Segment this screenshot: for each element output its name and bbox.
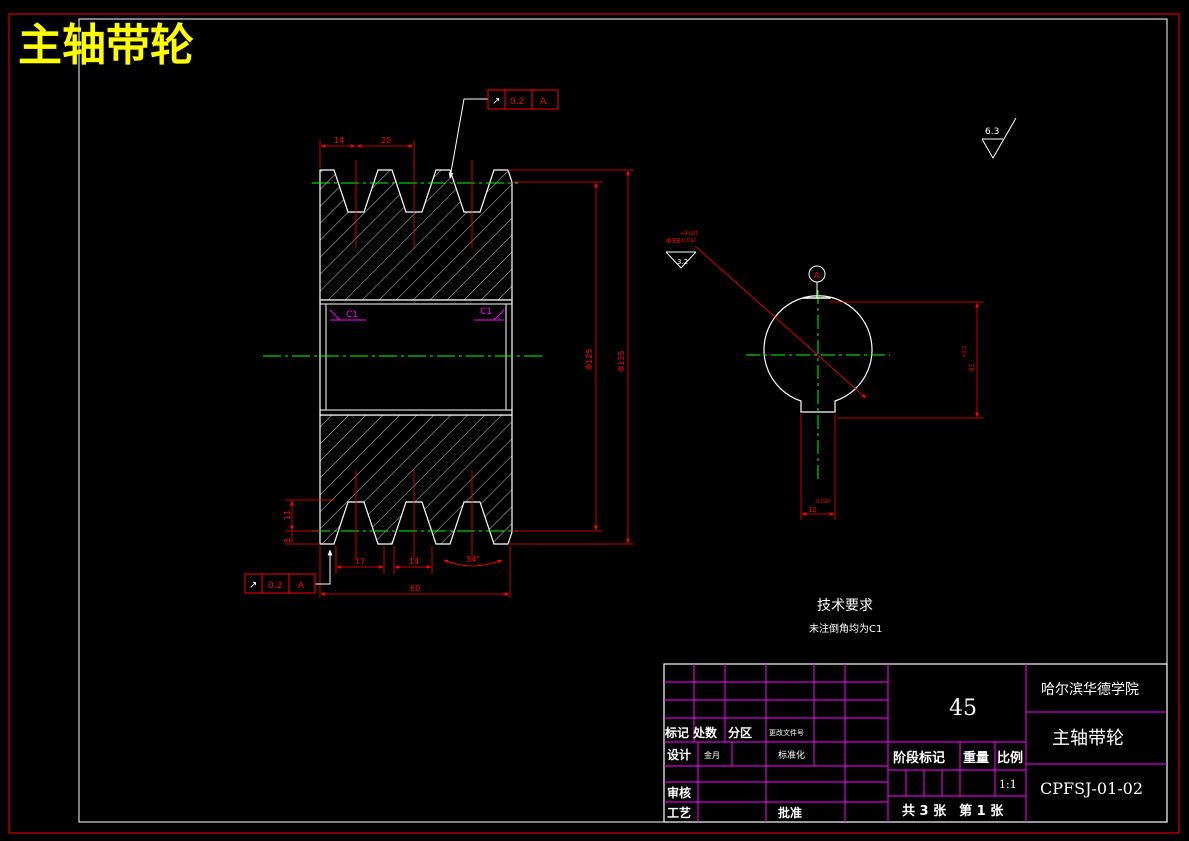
- dim-top-width: 20: [381, 136, 391, 145]
- tech-req-line1: 未注倒角均为C1: [809, 622, 882, 635]
- datum-label: A: [814, 271, 820, 280]
- label-count: 处数: [692, 725, 718, 740]
- part-name: 主轴带轮: [1052, 728, 1124, 749]
- label-scale: 比例: [997, 750, 1023, 766]
- tol-frame-top: [487, 89, 559, 110]
- tol-value-top: 0.2: [510, 97, 524, 107]
- outer-border: [8, 13, 1180, 834]
- tol-leader-top: [448, 98, 488, 179]
- roughness-bore: 3.2: [677, 258, 688, 266]
- lower-hatch-body: [319, 414, 513, 545]
- title-block-grid: [664, 664, 1167, 822]
- tol-datum-bottom: A: [298, 581, 305, 591]
- tech-req-title: 技术要求: [817, 598, 873, 614]
- bore-keyway-outline: [763, 295, 873, 413]
- dim-outer-diameter: Φ135: [617, 350, 626, 372]
- dim-groove-top: 5: [283, 538, 292, 543]
- tol-leader-bottom: [315, 549, 333, 585]
- tol-value-bottom: 0.2: [268, 581, 282, 591]
- section-view: C1 C1 14 20 ↗ 0.2 A Φ125 Φ135 11: [244, 89, 634, 598]
- dim-angle-arc: [443, 559, 503, 567]
- dim-inner-diameter: Φ125: [585, 348, 594, 370]
- label-stage-mark: 阶段标记: [893, 750, 945, 766]
- drawing-title: 主轴带轮: [18, 20, 194, 71]
- label-zone: 分区: [728, 725, 752, 740]
- end-view: A Φ38 +0.025 -0.012 3.2 41 +0.2 12 -0.01…: [665, 231, 984, 520]
- label-change-doc: 更改文件号: [769, 728, 804, 737]
- dim-bore-diameter: Φ38: [666, 237, 680, 245]
- chamfer-label-left: C1: [346, 310, 358, 320]
- dim-groove-depth: 11: [283, 510, 292, 520]
- chamfer-label-right: C1: [480, 307, 492, 317]
- school-name: 哈尔滨华德学院: [1041, 682, 1139, 698]
- label-weight: 重量: [963, 750, 989, 766]
- tol-symbol-top: ↗: [492, 96, 500, 107]
- bore-outline: [319, 299, 513, 416]
- bore-diameter-leader: [694, 245, 867, 399]
- title-block-frame: [663, 663, 1168, 823]
- general-roughness: 6.3: [981, 117, 1017, 160]
- roughness-general: 6.3: [985, 127, 999, 137]
- label-design: 设计: [667, 747, 691, 762]
- title-block: 45 哈尔滨华德学院 主轴带轮 CPFSJ-01-02 标记 处数 分区 更改文…: [663, 663, 1168, 823]
- dim-key-width: 12: [808, 506, 817, 514]
- designer-name: 金月: [704, 750, 720, 760]
- dim-top-pitch: 14: [334, 136, 344, 145]
- label-review: 审核: [667, 785, 691, 800]
- dim-bore-tol-upper: +0.025: [680, 231, 699, 237]
- dim-bottom-mid: 14: [409, 557, 419, 566]
- dim-angle: 34°: [466, 555, 480, 564]
- tol-symbol-bottom: ↗: [249, 580, 257, 591]
- dim-bore-tol-lower: -0.012: [680, 238, 696, 244]
- sheet-info: 共 3 张 第 1 张: [902, 803, 1004, 819]
- material: 45: [949, 696, 977, 721]
- dim-bottom-left: 17: [355, 557, 365, 566]
- inner-frame: [78, 18, 1168, 823]
- tol-datum-top: A: [540, 97, 547, 107]
- label-process: 工艺: [667, 805, 691, 820]
- drawing-number: CPFSJ-01-02: [1040, 779, 1143, 798]
- label-standardize: 标准化: [778, 749, 805, 761]
- upper-hatch-body: [319, 169, 513, 301]
- tol-frame-bottom: [244, 573, 316, 594]
- dim-key-tol: -0.018: [814, 499, 830, 505]
- roughness-bore-symbol: [665, 251, 697, 269]
- dim-overall-width: 60: [410, 584, 420, 593]
- label-mark: 标记: [664, 725, 689, 740]
- label-approve: 批准: [778, 805, 802, 820]
- dim-key-height-tol: +0.2: [962, 346, 968, 358]
- scale-value: 1:1: [999, 778, 1017, 791]
- dim-key-height: 41: [968, 363, 976, 372]
